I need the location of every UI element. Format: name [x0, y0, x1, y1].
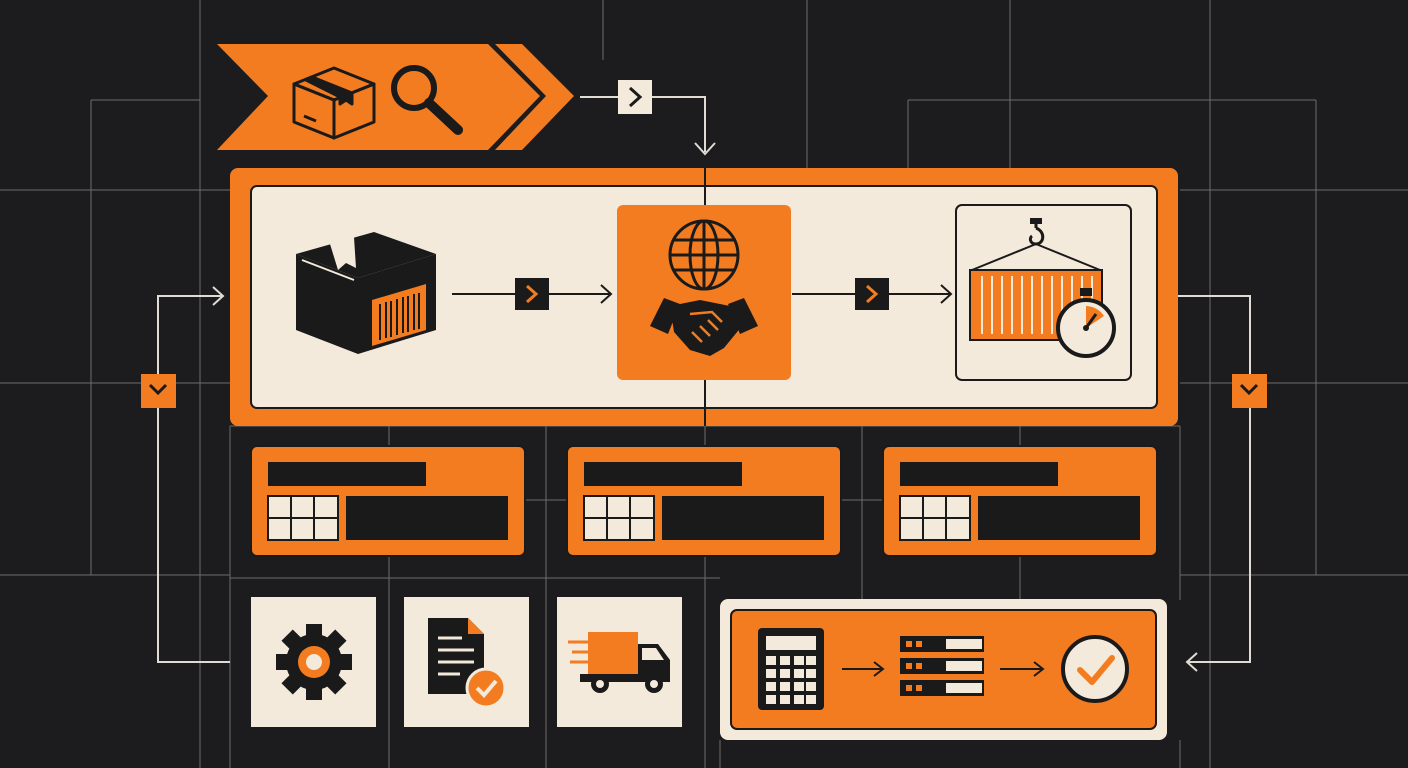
right-loop	[1178, 295, 1267, 672]
value-bar	[662, 496, 824, 540]
tile-gear	[251, 597, 376, 727]
flow-connector-2	[792, 278, 953, 310]
calculator-icon	[758, 628, 824, 710]
table-grid-icon	[583, 495, 655, 541]
table-grid-icon	[899, 495, 971, 541]
title-bar	[584, 462, 742, 486]
chevron-right-icon	[515, 278, 549, 310]
value-bar	[978, 496, 1140, 540]
data-card-1	[250, 445, 526, 557]
delivery-truck-icon	[568, 632, 670, 693]
package-icon	[292, 66, 376, 140]
process-panel	[720, 599, 1167, 740]
stopwatch-icon	[1056, 288, 1116, 358]
data-card-2	[566, 445, 842, 557]
gear-icon	[276, 624, 352, 700]
title-bar	[900, 462, 1058, 486]
tile-document	[404, 597, 529, 727]
check-circle-icon	[1061, 635, 1129, 703]
shipping-box-barcode-icon	[296, 232, 436, 354]
chevron-right-icon	[618, 80, 652, 114]
data-card-3	[882, 445, 1158, 557]
value-bar	[346, 496, 508, 540]
magnifier-icon	[391, 65, 463, 135]
document-check-icon	[428, 618, 507, 709]
container-crane-stopwatch-icon	[955, 204, 1132, 381]
title-bar	[268, 462, 426, 486]
tile-truck	[557, 597, 682, 727]
server-rack-icon	[900, 636, 984, 696]
table-grid-icon	[267, 495, 339, 541]
globe-handshake-icon	[617, 205, 791, 380]
left-loop	[141, 286, 230, 663]
top-connector	[580, 80, 716, 156]
flow-connector-1	[452, 278, 613, 310]
header-banner	[217, 44, 574, 150]
chevron-right-icon	[855, 278, 889, 310]
